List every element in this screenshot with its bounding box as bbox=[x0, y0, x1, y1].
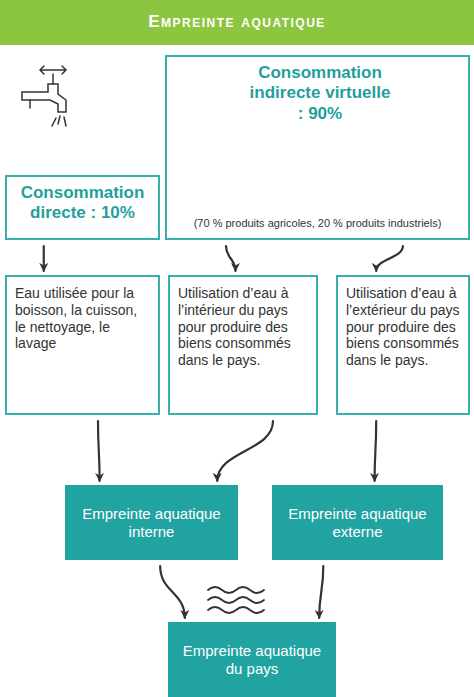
box-text: Utilisation d’eau à l’intérieur du pays … bbox=[178, 285, 308, 369]
flow-arrow bbox=[217, 421, 273, 481]
flow-arrow bbox=[43, 246, 45, 271]
diagram-title: Empreinte aquatique bbox=[0, 12, 474, 32]
flow-arrow bbox=[319, 566, 323, 618]
flow-arrow bbox=[376, 246, 403, 271]
text-box: Utilisation d’eau à l’extérieur du pays … bbox=[336, 275, 470, 415]
box-text: Consommation directe : 10% bbox=[13, 183, 152, 224]
box-text: Empreinte aquatique du pays bbox=[176, 642, 328, 678]
faucet-icon bbox=[22, 66, 66, 126]
indirect-box: Consommation indirecte virtuelle : 90% (7… bbox=[165, 55, 470, 240]
box-text: Consommation indirecte virtuelle : 90% bbox=[245, 63, 395, 124]
flow-arrow bbox=[160, 566, 185, 618]
box-text: Empreinte aquatique externe bbox=[280, 505, 435, 541]
box-text: Eau utilisée pour la boisson, la cuisson… bbox=[15, 285, 150, 352]
footprint-box: Empreinte aquatique du pays bbox=[168, 622, 336, 697]
box-note: (70 % produits agricoles, 20 % produits … bbox=[171, 217, 464, 230]
water-waves bbox=[208, 587, 264, 613]
flow-arrow bbox=[375, 421, 377, 481]
footprint-box: Empreinte aquatique externe bbox=[272, 485, 443, 560]
flow-arrow bbox=[98, 421, 100, 481]
flow-arrow bbox=[226, 246, 236, 271]
direct-box: Consommation directe : 10% bbox=[5, 175, 160, 240]
text-box: Utilisation d’eau à l’intérieur du pays … bbox=[168, 275, 318, 415]
text-box: Eau utilisée pour la boisson, la cuisson… bbox=[5, 275, 160, 415]
box-text: Empreinte aquatique interne bbox=[73, 505, 230, 541]
box-text: Utilisation d’eau à l’extérieur du pays … bbox=[346, 285, 460, 369]
footprint-box: Empreinte aquatique interne bbox=[65, 485, 238, 560]
